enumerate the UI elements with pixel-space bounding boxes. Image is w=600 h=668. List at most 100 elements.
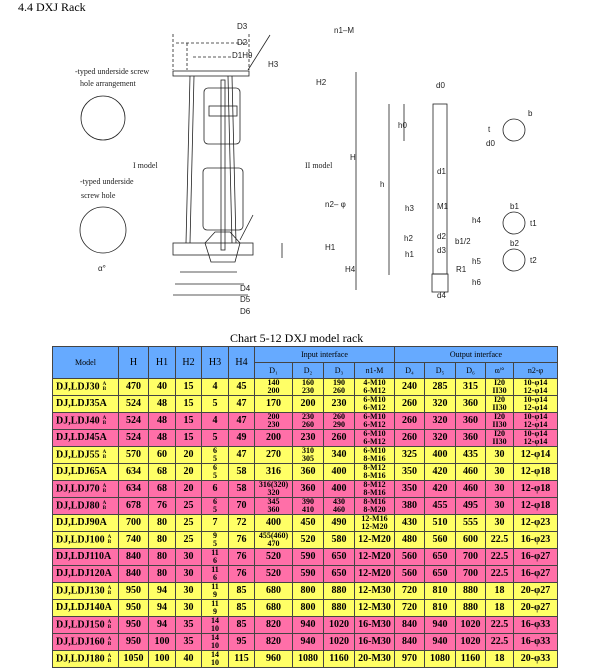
hole-arrangement-1 <box>80 95 126 141</box>
header-n2: n2-φ <box>513 362 558 379</box>
table-cell: 47 <box>228 412 255 430</box>
model-variants: A B <box>102 501 107 511</box>
table-cell: 25 <box>175 497 202 515</box>
table-cell: 80 <box>148 548 176 566</box>
table-cell: 510 <box>424 514 456 532</box>
table-cell: 940 <box>292 616 324 634</box>
label-h5: h5 <box>472 257 481 266</box>
table-cell: 115 <box>228 650 255 668</box>
table-cell: 1080 <box>292 650 324 668</box>
model-name: DJ,LDJ100 <box>56 534 105 546</box>
table-cell: 15 <box>175 378 202 396</box>
table-cell: 560 <box>424 531 456 549</box>
label-m1: M1 <box>437 202 449 211</box>
table-cell: 80 <box>148 565 176 583</box>
header-h2: H2 <box>175 346 202 379</box>
table-cell: 200 <box>254 429 293 447</box>
label-r1: R1 <box>456 265 467 274</box>
table-cell: 840 <box>118 565 149 583</box>
table-cell: 270 <box>254 446 293 464</box>
table-cell: 15 <box>175 429 202 447</box>
table-cell: 1020 <box>455 633 486 651</box>
table-cell: 200 230 <box>254 412 293 430</box>
label-d2: D2 <box>237 38 248 47</box>
table-cell: 94 <box>148 616 176 634</box>
table-cell: 12-φ18 <box>513 480 558 498</box>
table-cell: 68 <box>148 480 176 498</box>
table-cell: 12-M20 <box>354 548 395 566</box>
table-cell: 940 <box>424 633 456 651</box>
table-cell: 950 <box>118 616 149 634</box>
table-cell: 8-M12 8-M16 <box>354 480 395 498</box>
label-hole1a: -typed underside screw <box>75 67 149 76</box>
label-h3s: h3 <box>405 204 414 213</box>
table-cell: 14 10 <box>201 616 229 634</box>
table-cell: 950 <box>118 633 149 651</box>
table-cell: 400 <box>424 446 456 464</box>
table-cell: 634 <box>118 480 149 498</box>
table-cell: 455(460) 470 <box>254 531 293 549</box>
hole-arrangement-2 <box>79 206 127 254</box>
table-cell: 480 <box>394 531 425 549</box>
table-cell: 678 <box>118 497 149 515</box>
table-cell: 94 <box>148 582 176 600</box>
table-cell: 495 <box>455 497 486 515</box>
table-cell: 800 <box>292 582 324 600</box>
label-d2: d2 <box>437 232 446 241</box>
table-cell: 680 <box>254 582 293 600</box>
table-cell: 15 <box>175 395 202 413</box>
table-cell: 450 <box>292 514 324 532</box>
table-cell: 20-φ27 <box>513 582 558 600</box>
table-cell: I20 II30 <box>485 429 514 447</box>
label-hole1b: hole arrangement <box>80 79 137 88</box>
label-b2: b2 <box>510 239 519 248</box>
model-name: DJ,LDJ110A <box>56 551 112 562</box>
table-cell: 45 <box>228 378 255 396</box>
table-cell: 40 <box>148 378 176 396</box>
table-cell: 590 <box>292 548 324 566</box>
table-cell: 72 <box>228 514 255 532</box>
table-cell: 460 <box>455 463 486 481</box>
table-cell: 810 <box>424 582 456 600</box>
label-d3: d3 <box>437 246 446 255</box>
label-alpha: α° <box>98 264 106 273</box>
label-b12: b1/2 <box>455 237 471 246</box>
table-cell: 400 <box>323 480 355 498</box>
table-cell: 6 5 <box>201 497 229 515</box>
table-cell: 970 <box>394 650 425 668</box>
label-d0b: d0 <box>486 139 495 148</box>
table-cell: 4 <box>201 412 229 430</box>
table-cell: 360 <box>455 412 486 430</box>
table-cell: I20 II30 <box>485 395 514 413</box>
table-cell: 524 <box>118 412 149 430</box>
table-cell: 30 <box>175 548 202 566</box>
model-variants: A B <box>107 637 112 647</box>
label-b1: b1 <box>510 202 519 211</box>
table-cell: 8-M12 8-M16 <box>354 463 395 481</box>
table-cell: 720 <box>394 599 425 617</box>
table-cell: 320 <box>424 429 456 447</box>
model-name: DJ,LDJ120A <box>56 568 112 579</box>
label-d1: d1 <box>437 167 446 176</box>
table-cell: 6 <box>201 480 229 498</box>
model-cell: DJ,LDJ65A <box>52 463 119 481</box>
header-d1: D₁ <box>254 362 293 379</box>
table-cell: 22.5 <box>485 633 514 651</box>
table-cell: 11 6 <box>201 548 229 566</box>
label-h2s: h2 <box>404 234 413 243</box>
table-cell: 200 <box>292 395 324 413</box>
label-h1s: h1 <box>405 250 414 259</box>
table-cell: 12-φ18 <box>513 497 558 515</box>
table-cell: 9 5 <box>201 531 229 549</box>
table-cell: 700 <box>455 565 486 583</box>
table-cell: 880 <box>455 599 486 617</box>
table-cell: 11 9 <box>201 599 229 617</box>
